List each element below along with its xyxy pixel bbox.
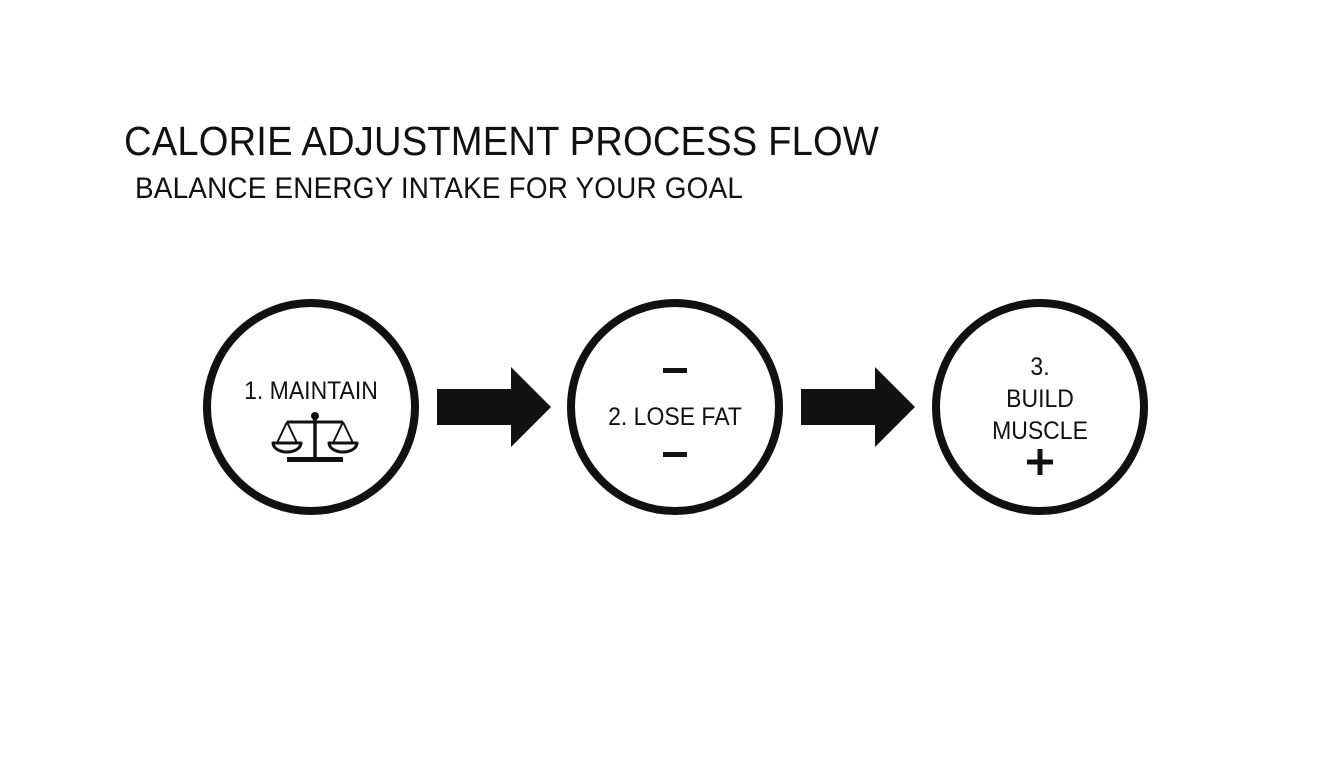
step-build-muscle-word1: BUILD — [1006, 385, 1074, 413]
arrow-right-icon — [437, 367, 551, 447]
step-build-muscle-word2: MUSCLE — [992, 417, 1088, 445]
step-build-muscle-node: 3. BUILD MUSCLE — [932, 299, 1148, 515]
diagram-subtitle: BALANCE ENERGY INTAKE FOR YOUR GOAL — [135, 172, 744, 205]
step-maintain-label: 1. MAINTAIN — [244, 377, 378, 405]
diagram-title: CALORIE ADJUSTMENT PROCESS FLOW — [124, 118, 880, 164]
balance-scale-icon — [271, 412, 359, 462]
minus-icon — [663, 452, 687, 457]
plus-icon — [1027, 449, 1053, 475]
step-lose-fat-label: 2. LOSE FAT — [608, 403, 742, 431]
step-build-muscle-number: 3. — [1030, 353, 1050, 381]
arrow-right-icon — [801, 367, 915, 447]
step-maintain-node: 1. MAINTAIN — [203, 299, 419, 515]
minus-icon — [663, 368, 687, 373]
step-build-muscle-label: 3. BUILD MUSCLE — [948, 351, 1132, 447]
step-lose-fat-node: 2. LOSE FAT — [567, 299, 783, 515]
